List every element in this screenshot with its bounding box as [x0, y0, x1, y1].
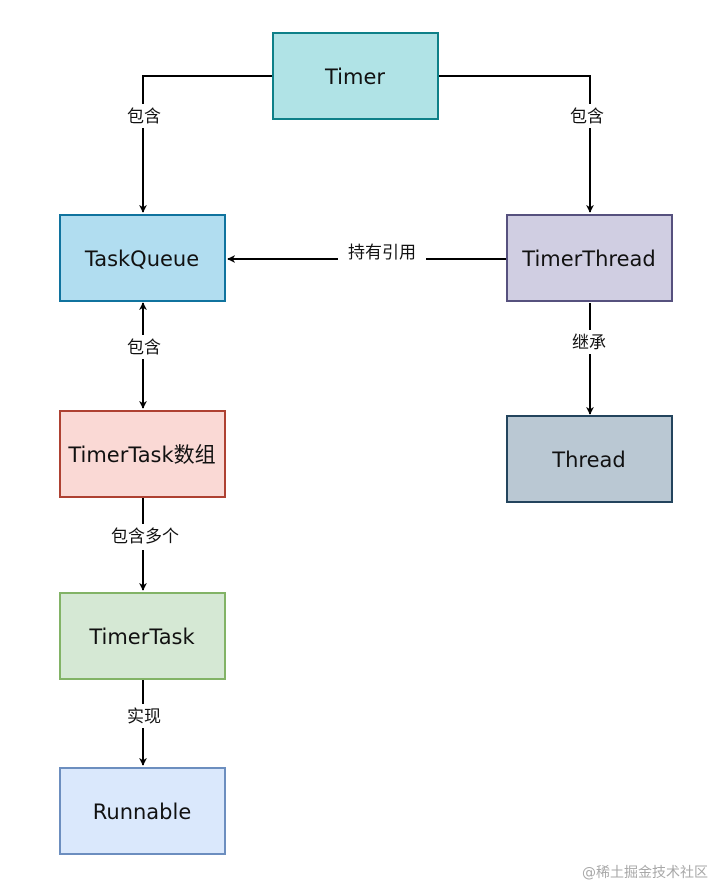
- watermark: @稀土掘金技术社区: [582, 865, 708, 881]
- node-timertask-array[interactable]: TimerTask数组: [59, 410, 226, 498]
- node-thread[interactable]: Thread: [506, 415, 673, 503]
- node-label-thread: Thread: [551, 448, 625, 472]
- edge-label-extends: 继承: [572, 333, 606, 353]
- edge-timer-to-timerthread: 包含: [438, 75, 608, 213]
- node-label-timertask: TimerTask: [88, 625, 195, 649]
- edge-label-implements: 实现: [127, 707, 161, 727]
- edge-timerthread-holds-taskqueue: 持有引用: [227, 240, 507, 266]
- edge-timerthread-extends-thread: 继承: [566, 303, 612, 415]
- node-timer[interactable]: Timer: [272, 32, 439, 120]
- node-timerthread[interactable]: TimerThread: [506, 214, 673, 302]
- edge-taskqueue-contains-array: 包含: [122, 302, 166, 409]
- node-label-taskqueue: TaskQueue: [84, 247, 199, 271]
- edge-label-queue-array: 包含: [127, 338, 161, 358]
- edge-label-holds-reference: 持有引用: [348, 243, 416, 263]
- node-label-timertask-array: TimerTask数组: [67, 443, 215, 467]
- edge-label-contains-many: 包含多个: [111, 527, 179, 547]
- node-taskqueue[interactable]: TaskQueue: [59, 214, 226, 302]
- node-label-timerthread: TimerThread: [521, 247, 655, 271]
- edge-timer-to-taskqueue: 包含: [123, 75, 273, 213]
- node-label-runnable: Runnable: [93, 800, 192, 824]
- edge-array-contains-timertasks: 包含多个: [103, 497, 187, 591]
- node-timertask[interactable]: TimerTask: [59, 592, 226, 680]
- node-label-timer: Timer: [324, 65, 385, 89]
- edge-timertask-implements-runnable: 实现: [121, 680, 167, 766]
- edge-label-timer-timerthread: 包含: [570, 107, 604, 127]
- node-runnable[interactable]: Runnable: [59, 767, 226, 855]
- edge-label-timer-taskqueue: 包含: [127, 107, 161, 127]
